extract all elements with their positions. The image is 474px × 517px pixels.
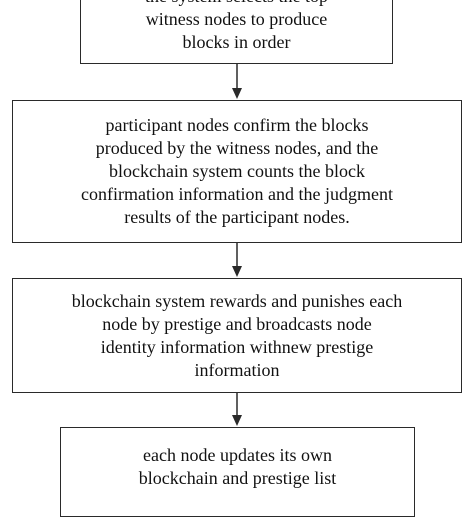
flow-step-box: each node updates its own blockchain and… <box>60 427 415 517</box>
step-text-line: blockchain system counts the block <box>109 161 365 181</box>
flow-arrow-icon <box>232 243 242 277</box>
flow-arrow-icon <box>232 64 242 99</box>
step-text-line: information <box>194 359 280 380</box>
flow-step-box: blockchain system rewards and punishes e… <box>12 278 462 393</box>
step-text-line: participant nodes confirm the blocks <box>105 115 369 135</box>
step-text-line: results of the participant nodes. <box>124 207 350 227</box>
step-text-line: blockchain system rewards and punishes e… <box>71 290 403 311</box>
flow-arrow-icon <box>232 393 242 426</box>
step-text-line: confirmation information and the judgmen… <box>81 184 393 204</box>
step-text-line: blocks in order <box>182 32 291 52</box>
step-text-line: the system selects the top <box>145 0 328 8</box>
step-text-line: produced by the witness nodes, and the <box>95 138 379 158</box>
step-text-line: identity information withnew prestige <box>100 336 374 357</box>
step-text-line: node by prestige and broadcasts node <box>102 313 372 334</box>
flow-step-box: the system selects the top witness nodes… <box>80 0 393 64</box>
step-text-line: witness nodes to produce <box>145 9 328 29</box>
flow-step-box: participant nodes confirm the blocks pro… <box>12 100 462 243</box>
step-text-line: blockchain and prestige list <box>138 468 337 488</box>
step-text-line: each node updates its own <box>143 445 332 465</box>
